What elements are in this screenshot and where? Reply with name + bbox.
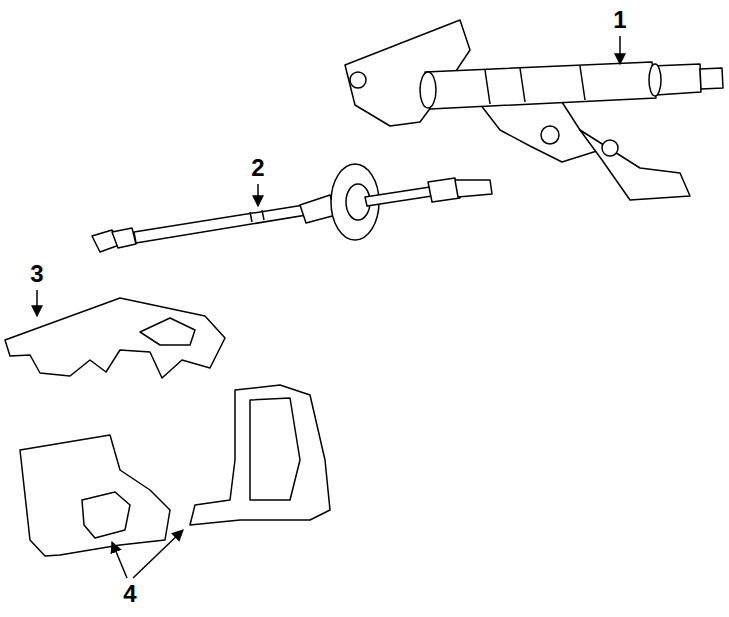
leader-line [112,542,127,578]
callout-number: 2 [251,156,264,180]
column-tube [425,62,656,109]
leader-line [619,36,621,64]
cover-opening [140,318,195,345]
upper-shaft [365,187,432,206]
lower-cover-right [190,385,330,525]
tilt-lever [580,130,690,200]
cover-inner [250,398,300,500]
upper-column-cover [5,298,225,378]
callout-number: 1 [613,8,626,32]
upper-u-joint [455,180,492,197]
leader-line [257,184,259,206]
lower-u-joint [112,228,136,248]
bracket-hole [350,72,366,88]
callout-number: 4 [123,582,136,606]
pivot [602,140,618,156]
tube-detail [485,66,585,104]
spline-tip [700,68,723,89]
leader-line [133,530,183,578]
tube-end [420,72,436,108]
leader-line [36,290,38,316]
shaft-detail [250,210,264,222]
callout-number: 3 [30,262,43,286]
cover-grip [82,492,130,538]
pivot [541,126,559,144]
tube-end [649,64,661,96]
lower-cover-left [20,435,170,556]
